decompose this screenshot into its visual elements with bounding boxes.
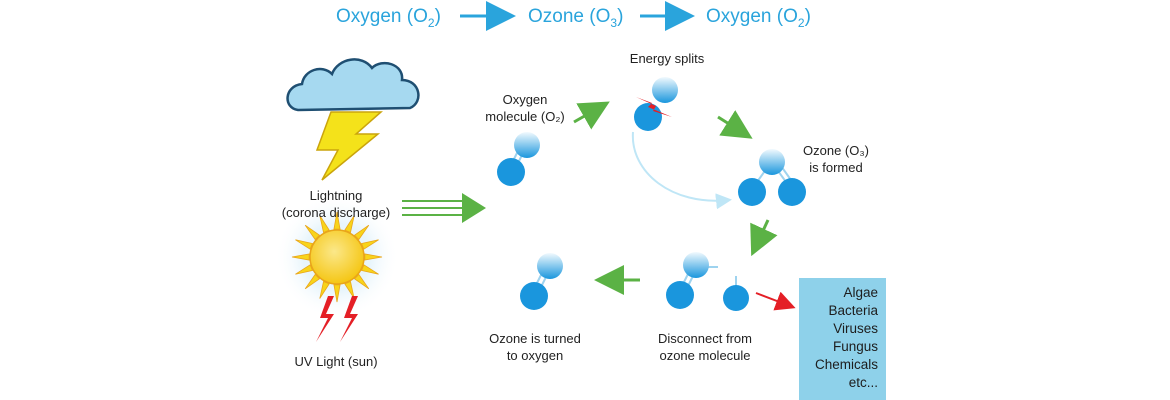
sun-ray [295,239,314,250]
lightning-bolt-icon [315,111,383,181]
energy-spark-icon [636,97,672,117]
sun-ray [333,211,341,230]
molecule-icon [497,132,540,186]
target-item: Viruses [833,321,878,336]
arrow-oxygen-to-split [573,101,610,130]
target-item: etc... [848,375,878,390]
sun-ray [304,273,321,290]
targets-box: Algae Bacteria Viruses Fungus Chemicals … [799,278,886,400]
ozone-formed-label: Ozone (O₃) is formed [803,143,869,175]
header-ozone: Ozone (O3) [528,6,624,30]
cloud-icon [286,58,420,112]
target-item: Chemicals [814,357,878,372]
arrow-to-targets [755,291,796,311]
energy-splits-label: Energy splits [629,51,705,66]
arrow-split-to-ozone [717,110,753,139]
disconnect-label: Disconnect from ozone molecule [658,331,752,363]
sun-ray [291,253,310,261]
sources-arrow [402,193,486,223]
sun-ray [353,224,370,241]
oxygen-molecule-label: Oxygen molecule (O₂) [485,92,565,124]
lightning-label: Lightning (corona discharge) [281,188,391,220]
uv-spark-icon [316,296,358,342]
recombine-arc [631,131,732,210]
sun-ray [333,284,341,303]
target-item: Algae [843,285,878,300]
sun-ray [319,215,330,234]
sun-ray [364,253,383,261]
sun-icon [275,195,399,319]
molecule-icon [738,149,806,206]
sun-ray [360,239,379,250]
sun-ray [319,280,330,299]
molecule-icon [520,253,563,310]
target-item: Bacteria [828,303,878,318]
molecule-icon [666,252,749,311]
arrow-ozone-to-disconnect [750,219,778,257]
header-oxygen-2: Oxygen (O2) [706,6,811,30]
uv-label: UV Light (sun) [294,354,378,369]
sun-ray [295,264,314,275]
target-item: Fungus [832,339,878,354]
sun-ray [360,264,379,275]
sun-ray [344,280,355,299]
header-oxygen-1: Oxygen (O2) [336,6,441,30]
molecule-icon [634,77,678,131]
sun-ray [304,224,321,241]
ozone-turned-label: Ozone is turned to oxygen [489,331,581,363]
sun-ray [353,273,370,290]
sun-ray [344,215,355,234]
